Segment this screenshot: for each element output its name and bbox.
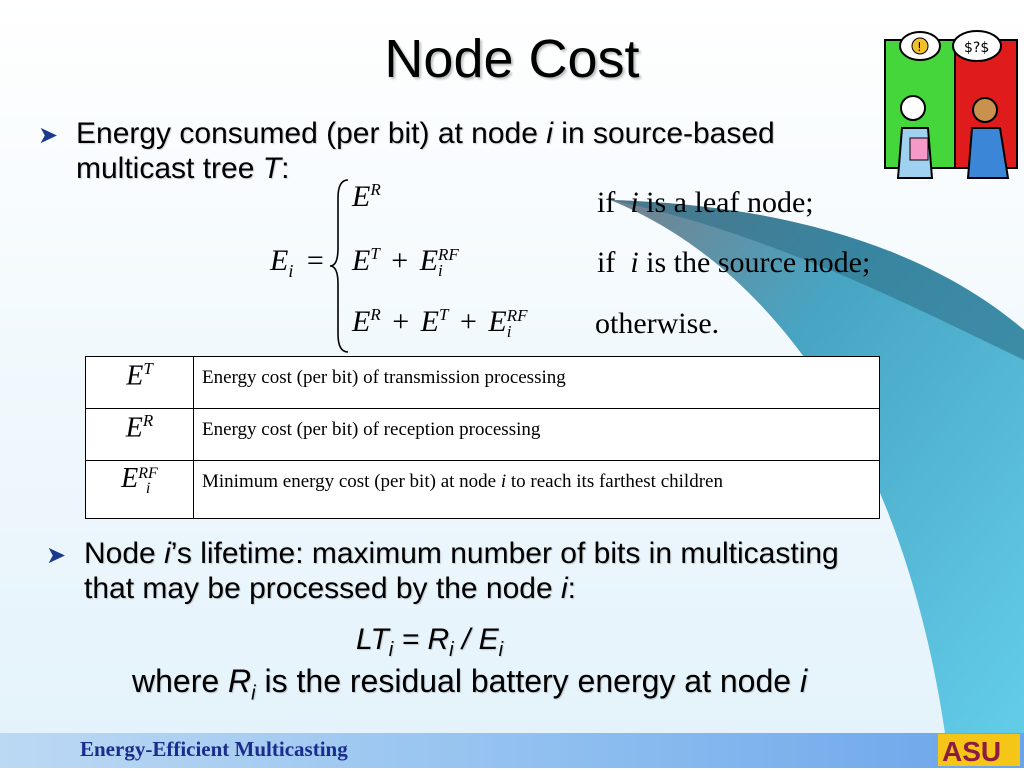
definitions-table: ET Energy cost (per bit) of transmission… — [85, 356, 880, 519]
case1-E: E — [352, 180, 371, 213]
case2-E2: E — [419, 244, 439, 277]
svg-text:!: ! — [917, 40, 922, 54]
cond1-rest: is a leaf node; — [646, 186, 814, 219]
table-row: ET Energy cost (per bit) of transmission… — [85, 356, 880, 409]
case2-sup1: T — [370, 244, 380, 263]
case3-sub3: i — [506, 322, 512, 342]
cond1-i: i — [630, 186, 639, 219]
cond2-rest: is the source node; — [646, 246, 871, 279]
svg-text:ASU: ASU — [942, 736, 1001, 766]
case2-sub2: i — [438, 261, 443, 281]
desc-min-energy: Minimum energy cost (per bit) at node i … — [193, 460, 880, 519]
case3-E2: E — [420, 305, 439, 338]
symbol-ET: ET — [85, 356, 194, 409]
case3-sup3: RF — [506, 306, 528, 326]
case2-E1: E — [352, 244, 371, 277]
bullet1-var-i: i — [546, 117, 553, 150]
asu-logo-icon: ASU — [938, 734, 1020, 767]
curly-brace-icon — [329, 179, 349, 353]
cond2-if: if — [597, 246, 616, 279]
symbol-ER: ER — [85, 408, 194, 461]
case2-sup2: RF — [438, 245, 459, 265]
bullet1-var-T: T — [262, 152, 282, 185]
case1-sup: R — [370, 180, 381, 199]
lhs-equals: = — [306, 244, 324, 277]
case1-expr: ER — [352, 180, 381, 214]
bullet-node-lifetime: Node i’s lifetime: maximum number of bit… — [84, 537, 839, 605]
desc-transmission: Energy cost (per bit) of transmission pr… — [193, 356, 880, 409]
people-thinking-clipart-icon: ! $?$ — [884, 30, 1018, 179]
cond2-i: i — [630, 246, 639, 279]
lhs-sub: i — [288, 261, 294, 281]
case2-plus: + — [391, 244, 409, 277]
case3-plus2: + — [459, 305, 477, 338]
case3-plus1: + — [392, 305, 410, 338]
case3-E1: E — [352, 305, 371, 338]
bullet-energy-consumed: Energy consumed (per bit) at node i in s… — [76, 116, 886, 186]
condition-otherwise: otherwise. — [595, 307, 720, 340]
bullet1-text-d: : — [281, 152, 290, 185]
case3-sup2: T — [438, 305, 449, 324]
condition-leaf: if i is a leaf node; — [597, 186, 814, 220]
slide-title: Node Cost — [384, 29, 640, 89]
bullet1-text-c: multicast tree — [76, 152, 263, 185]
lifetime-formula: LTi = Ri / Ei — [356, 623, 504, 661]
footer-title: Energy-Efficient Multicasting — [80, 737, 348, 761]
bullet1-text-a: Energy consumed (per bit) at node — [76, 117, 547, 150]
arrowhead-bullet-icon: ➤ — [46, 542, 67, 569]
case3-E3: E — [488, 305, 507, 338]
svg-text:$?$: $?$ — [964, 40, 989, 56]
residual-energy-note: where Ri is the residual battery energy … — [132, 663, 808, 705]
case3-sup1: R — [370, 305, 381, 324]
condition-source: if i is the source node; — [597, 246, 870, 280]
bullet1-text-b: in source-based — [552, 117, 775, 150]
arrowhead-bullet-icon: ➤ — [38, 122, 59, 149]
desc-reception: Energy cost (per bit) of reception proce… — [193, 408, 880, 461]
footer-bar — [0, 733, 1024, 768]
equation-lhs: Ei = — [270, 244, 324, 282]
table-row: ER Energy cost (per bit) of reception pr… — [85, 408, 880, 461]
lhs-E: E — [270, 244, 289, 277]
cond1-if: if — [597, 186, 616, 219]
